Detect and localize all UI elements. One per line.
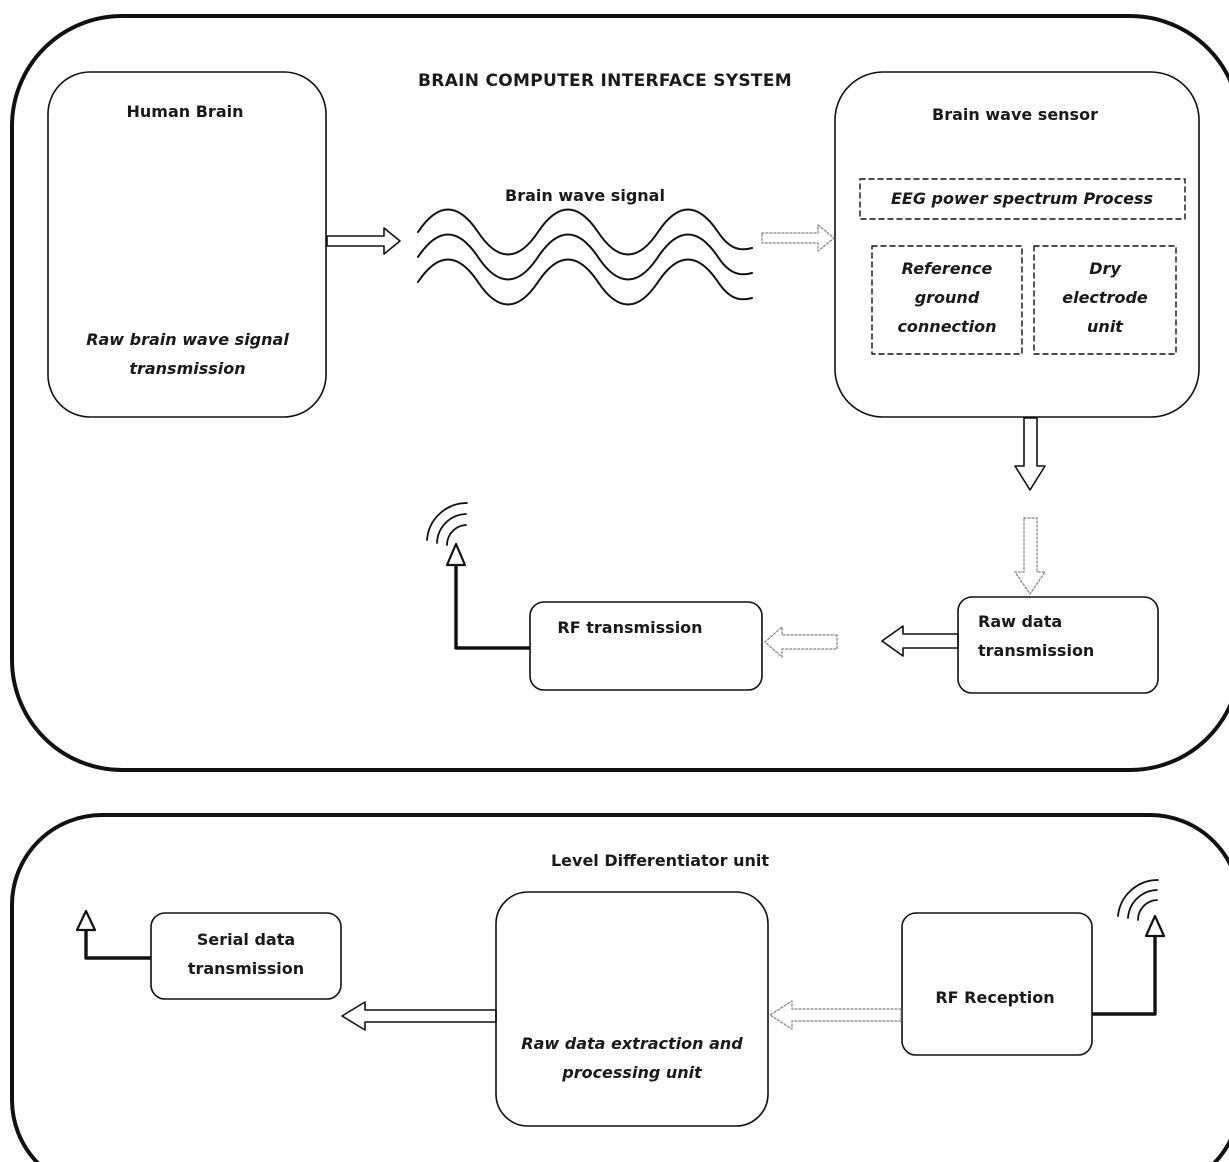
rf-transmission-antenna-icon xyxy=(445,542,467,567)
rf-transmission-label: RF transmission xyxy=(557,618,703,637)
arrow-raw-to-left xyxy=(881,625,959,657)
arrow-dotted-to-rf-transmission xyxy=(764,626,838,658)
arrow-dotted-reception-to-processing xyxy=(769,1000,902,1030)
arrow-sensor-down xyxy=(1014,417,1046,491)
bci-system-container xyxy=(10,14,1229,772)
raw-data-transmission-label: Raw data transmission xyxy=(978,612,1095,660)
rf-reception-box xyxy=(901,912,1093,1056)
level-unit-container xyxy=(10,813,1229,1162)
arrow-brain-to-signal xyxy=(326,227,401,255)
serial-data-transmission-label: Serial data transmission xyxy=(187,930,305,978)
brain-wave-sensor-title: Brain wave sensor xyxy=(932,105,1098,124)
rf-reception-antenna-line xyxy=(1092,936,1157,1016)
reference-ground-label: Reference ground connection xyxy=(897,259,997,336)
eeg-process-box xyxy=(859,178,1186,220)
level-unit-title: Level Differentiator unit xyxy=(550,851,770,870)
arrow-dotted-down xyxy=(1014,517,1046,595)
human-brain-box xyxy=(47,71,327,418)
rf-reception-antenna-icon xyxy=(1144,914,1166,938)
human-brain-caption: Raw brain wave signal transmission xyxy=(86,330,289,378)
brain-wave-sensor-box xyxy=(834,71,1200,418)
brain-wave-signal-label: Brain wave signal xyxy=(505,186,665,205)
brain-wave-signal-icon xyxy=(417,208,753,306)
reference-ground-box xyxy=(871,245,1023,355)
rf-reception-wave-icon xyxy=(1117,879,1159,921)
serial-antenna-icon xyxy=(75,909,97,932)
arrow-signal-to-sensor xyxy=(761,224,835,252)
arrow-processing-to-serial xyxy=(341,1001,497,1031)
rf-transmission-antenna-line xyxy=(454,565,530,650)
dry-electrode-box xyxy=(1033,245,1177,355)
serial-antenna-line xyxy=(84,930,151,960)
bci-system-title: BRAIN COMPUTER INTERFACE SYSTEM xyxy=(418,71,792,91)
rf-transmission-box xyxy=(529,601,763,691)
serial-data-transmission-box xyxy=(150,912,342,1000)
processing-unit-label: Raw data extraction and processing unit xyxy=(521,1034,743,1082)
processing-unit-box xyxy=(495,891,769,1127)
rf-reception-label: RF Reception xyxy=(935,988,1055,1007)
rf-transmission-wave-icon xyxy=(426,502,468,546)
dry-electrode-label: Dry electrode unit xyxy=(1062,259,1148,336)
eeg-process-label: EEG power spectrum Process xyxy=(890,189,1154,208)
human-brain-title: Human Brain xyxy=(126,102,244,121)
